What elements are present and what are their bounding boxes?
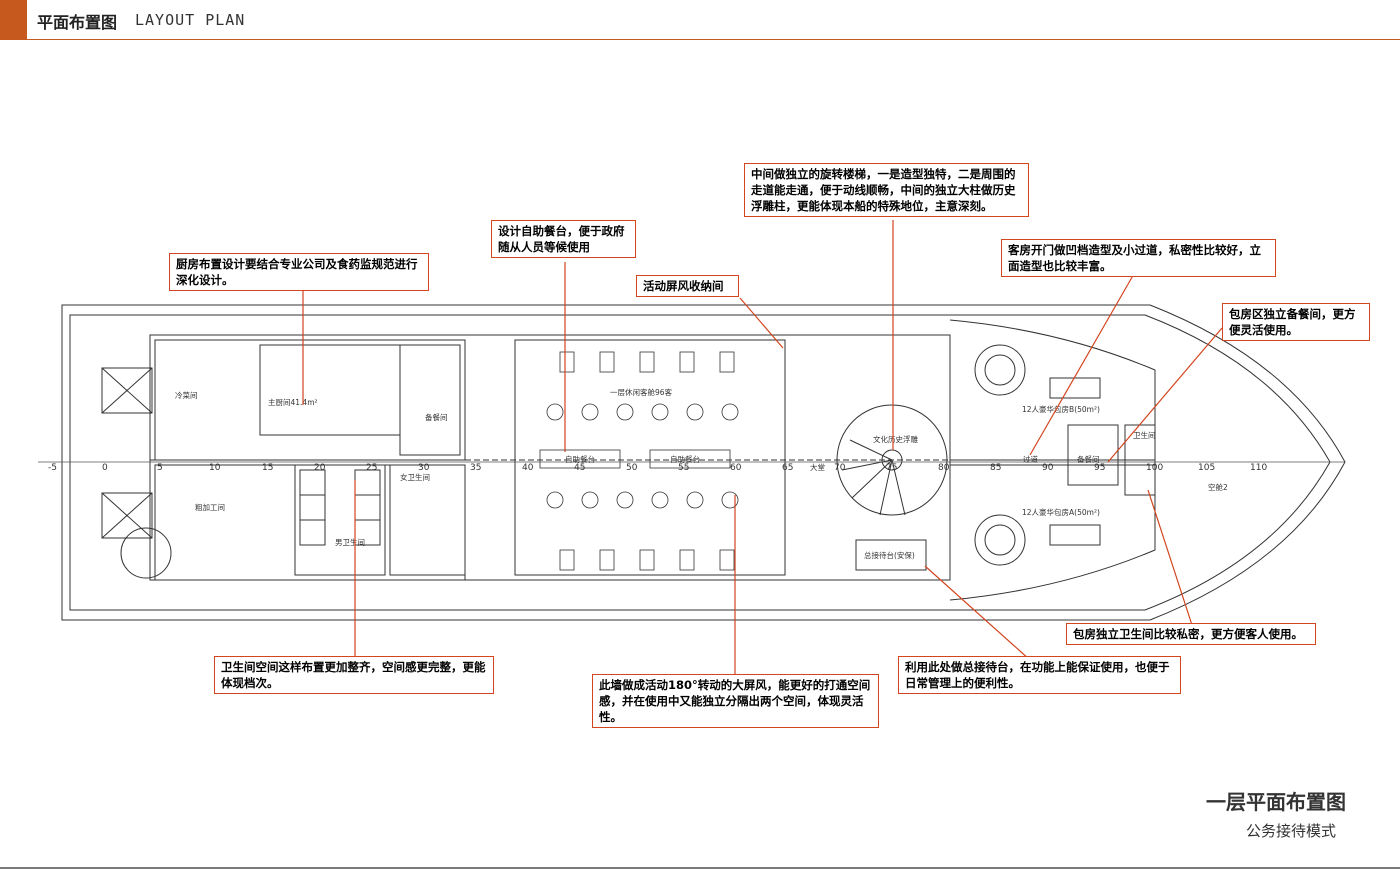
note-kitchen: 厨房布置设计要结合专业公司及食药监规范进行深化设计。: [169, 253, 429, 291]
axis-tick: 20: [314, 463, 326, 473]
axis-tick: 85: [990, 463, 1001, 473]
label-lobby: 大堂: [810, 462, 825, 472]
page-title: 平面布置图: [37, 13, 118, 32]
axis-tick: 35: [470, 463, 481, 473]
note-screen-storage: 活动屏风收纳间: [636, 275, 739, 297]
axis-tick: 80: [938, 463, 950, 473]
note-pantry: 包房区独立备餐间，更方便灵活使用。: [1222, 303, 1370, 341]
toilet-stalls: [299, 469, 381, 546]
buffet-counter-2: [649, 449, 731, 469]
round-table-a: [974, 514, 1026, 566]
axis-tick: 90: [1042, 463, 1054, 473]
label-hall: 一层休闲客舱96客: [610, 387, 673, 397]
axis-tick: 45: [574, 463, 585, 473]
axis-tick: 55: [678, 463, 689, 473]
label-corridor: 过道: [1023, 454, 1039, 464]
spiral-stair: [836, 404, 948, 516]
bow-rooms-bottom: [949, 464, 1156, 601]
axis-tick: 100: [1146, 463, 1163, 473]
label-wc: 卫生间: [1133, 430, 1156, 440]
axis-tick: 30: [418, 463, 430, 473]
label-reception: 总接待台(安保): [864, 550, 915, 560]
header-rule: [27, 39, 1400, 40]
header-accent-block: [0, 0, 27, 40]
label-toilet-m: 男卫生间: [335, 537, 365, 547]
axis-tick: 10: [209, 463, 221, 473]
label-buffet-1: 自助餐台: [565, 454, 595, 464]
axis-tick: 25: [366, 463, 377, 473]
axis-tick: 60: [730, 463, 742, 473]
plan-subtitle: 公务接待模式: [1245, 822, 1336, 840]
axis-tick: 15: [262, 463, 273, 473]
note-stair: 中间做独立的旋转楼梯，一是造型独特，二是周围的走道能走通，便于动线顺畅，中间的独…: [744, 163, 1029, 217]
label-store: 备餐间: [425, 412, 448, 422]
plan-title: 一层平面布置图: [1206, 790, 1346, 814]
note-screen-wall: 此墙做成活动180°转动的大屏风，能更好的打通空间感，并在使用中又能独立分隔出两…: [592, 674, 879, 728]
axis-tick: -5: [48, 463, 57, 473]
label-cold: 冷菜间: [175, 390, 198, 400]
axis-tick: 0: [102, 463, 108, 473]
label-room-b: 12人豪华包房B(50m²): [1022, 404, 1100, 414]
axis-tick: 40: [522, 463, 534, 473]
axis-tick: 50: [626, 463, 638, 473]
axis-tick: 65: [782, 463, 793, 473]
dining-hall: [514, 339, 786, 576]
note-restroom: 卫生间空间这样布置更加整齐，空间感更完整，更能体现档次。: [214, 656, 494, 694]
axis-tick: 105: [1198, 463, 1215, 473]
deckhouse: [149, 334, 951, 581]
label-pantry: 备餐间: [1077, 454, 1100, 464]
note-guest-door: 客房开门做凹档造型及小过道，私密性比较好，立面造型也比较丰富。: [1001, 239, 1276, 277]
label-room-a: 12人豪华包房A(50m²): [1022, 507, 1100, 517]
axis-tick: 110: [1250, 463, 1267, 473]
label-empty: 空舱2: [1208, 482, 1228, 492]
axis-tick: 5: [157, 463, 163, 473]
axis-ticks: -5 0 5 10 15 20 25 30 35 40 45 50 55 60 …: [48, 463, 1267, 473]
label-culture: 文化历史浮雕: [873, 434, 918, 444]
axis-tick: 70: [834, 463, 846, 473]
bow-rooms-top: [949, 319, 1156, 461]
note-reception: 利用此处做总接待台，在功能上能保证使用，也便于日常管理上的便利性。: [898, 656, 1181, 694]
label-buffet-2: 自助餐台: [670, 454, 700, 464]
hull-inner: [69, 314, 1331, 611]
label-kitchen: 主厨间41.4m²: [268, 397, 318, 407]
note-private-wc: 包房独立卫生间比较私密，更方便客人使用。: [1066, 623, 1316, 645]
label-prep: 粗加工间: [195, 502, 225, 512]
label-toilet-f: 女卫生间: [400, 472, 430, 482]
page-title-en: LAYOUT PLAN: [135, 11, 246, 29]
round-table-b: [974, 344, 1026, 396]
note-buffet: 设计自助餐台，便于政府随从人员等候使用: [491, 220, 636, 258]
axis-tick: 95: [1094, 463, 1105, 473]
axis-tick: 75: [886, 463, 897, 473]
footer-rule: [0, 867, 1400, 869]
header: 平面布置图 LAYOUT PLAN: [0, 0, 1400, 40]
buffet-counter-1: [539, 449, 621, 469]
dining-tables: [539, 351, 739, 571]
